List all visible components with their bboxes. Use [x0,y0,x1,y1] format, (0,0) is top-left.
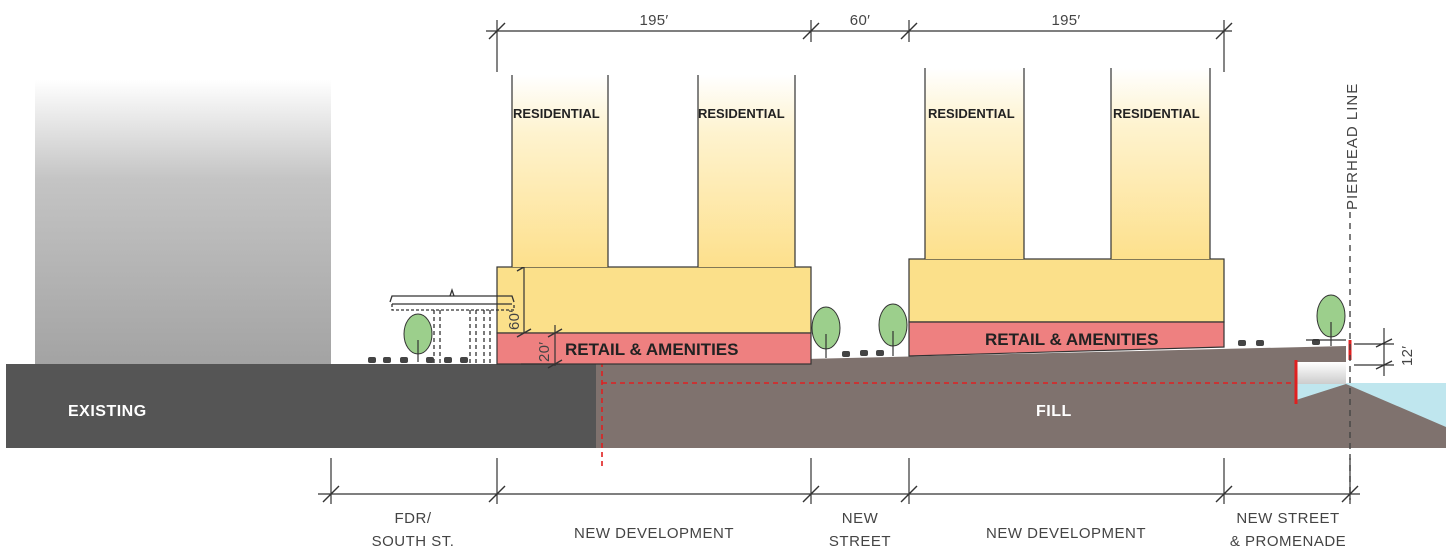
promenade-label-line1: NEW STREET [1236,510,1339,527]
podium-height-label: 60′ [506,310,523,330]
fdr-label-line1: FDR/ [395,510,432,527]
top-tick-3 [900,22,918,40]
tree-street-2 [878,303,908,356]
top-dim-a-label: 195′ [639,12,668,29]
bottom-tick-4 [900,485,918,503]
tower-4 [1111,68,1210,259]
tree-promenade [1316,294,1346,346]
bottom-tick-1 [322,485,340,503]
cars [368,339,1320,363]
retail-right [908,321,1225,357]
bottom-tick-6 [1341,485,1359,503]
top-dim-b-label: 60′ [850,12,870,29]
tower-2-label: RESIDENTIAL [698,106,785,121]
top-tick-2 [802,22,820,40]
fill-ground [596,346,1446,448]
bottom-tick-5 [1215,485,1233,503]
retail-left [496,332,812,365]
tower-3-label: RESIDENTIAL [928,106,1015,121]
underwater-slope [1296,384,1446,427]
new-street-label-line2: STREET [829,533,891,550]
podium-left [496,266,812,334]
bottom-tick-3 [802,485,820,503]
existing-ground [6,364,602,448]
existing-label: EXISTING [68,403,147,420]
top-tick-1 [488,22,506,40]
pierhead-label: PIERHEAD LINE [1344,83,1361,210]
top-dim-c-label: 195′ [1051,12,1080,29]
podium-height-tick-bottom [516,328,532,338]
tower-2 [698,75,795,267]
retail-right-label: RETAIL & AMENITIES [985,330,1158,349]
elevation-tick-top [1375,338,1393,348]
tree-street-1 [811,306,841,358]
fdr-label-line2: SOUTH ST. [372,533,455,550]
retail-height-tick-top [547,328,563,338]
tower-3 [925,68,1024,259]
promenade-label-line2: & PROMENADE [1230,533,1346,550]
elevation-label: 12′ [1399,346,1416,366]
fill-label: FILL [1036,403,1072,420]
new-dev-left-label: NEW DEVELOPMENT [574,525,734,542]
bottom-tick-2 [488,485,506,503]
retail-left-label: RETAIL & AMENITIES [565,340,738,359]
new-street-label-line1: NEW [842,510,879,527]
tower-1 [512,75,608,267]
existing-building [35,80,331,365]
tower-4-label: RESIDENTIAL [1113,106,1200,121]
retail-height-label: 20′ [536,342,553,362]
tree-fdr [403,313,433,362]
top-tick-4 [1215,22,1233,40]
tower-1-label: RESIDENTIAL [513,106,600,121]
new-dev-right-label: NEW DEVELOPMENT [986,525,1146,542]
elevated-highway [389,287,515,364]
podium-right [908,258,1225,323]
bulkhead-wall [1296,362,1346,384]
